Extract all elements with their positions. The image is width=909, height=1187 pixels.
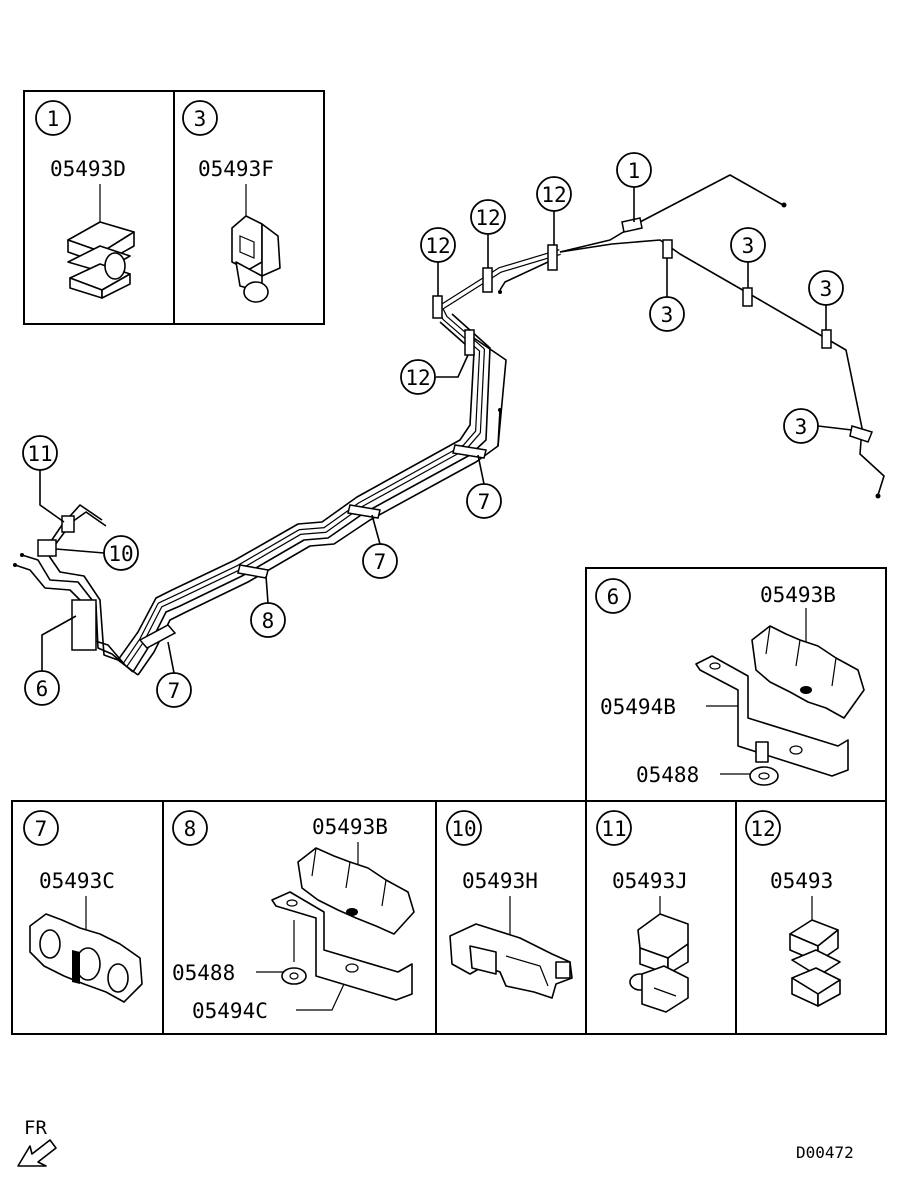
callout-6: 6 bbox=[24, 615, 77, 706]
callout-7-c: 7 bbox=[156, 641, 192, 708]
svg-text:3: 3 bbox=[820, 277, 833, 301]
svg-text:10: 10 bbox=[108, 542, 133, 566]
bracket-05494C-drawing bbox=[271, 891, 413, 1001]
clip-05493H-drawing bbox=[449, 923, 573, 999]
svg-text:7: 7 bbox=[478, 490, 491, 514]
clip-05493B-drawing-2 bbox=[297, 847, 415, 935]
svg-text:12: 12 bbox=[425, 234, 450, 258]
panel-8-part-number-1: 05493B bbox=[312, 815, 388, 839]
svg-text:11: 11 bbox=[601, 817, 626, 841]
panel-12: 12 05493 bbox=[745, 810, 841, 1007]
svg-text:10: 10 bbox=[451, 817, 476, 841]
panel-12-part-number: 05493 bbox=[770, 869, 833, 893]
panel-8-part-number-3: 05494C bbox=[192, 999, 268, 1023]
bottom-panels-frame bbox=[11, 800, 887, 1035]
panel-6-part-number-3: 05488 bbox=[636, 763, 699, 787]
panel-6-part-number-2: 05494B bbox=[600, 695, 676, 719]
fr-arrow-icon bbox=[17, 1139, 57, 1167]
panel-6-part-number-1: 05493B bbox=[760, 583, 836, 607]
brake-fuel-line-routing bbox=[13, 174, 885, 676]
callout-8: 8 bbox=[250, 575, 286, 638]
clip-05493D-drawing bbox=[67, 221, 135, 299]
panel-6-callout: 6 bbox=[595, 578, 631, 614]
panel-7-callout: 7 bbox=[23, 810, 59, 846]
callout-3-b: 3 bbox=[730, 227, 766, 288]
svg-text:1: 1 bbox=[47, 107, 60, 131]
panel-3: 3 05493F bbox=[182, 100, 281, 303]
panel-1-callout: 1 bbox=[35, 100, 71, 136]
clip-05493F-drawing bbox=[231, 215, 281, 303]
clip-05493J-drawing bbox=[629, 913, 689, 1013]
panel-8-part-number-2: 05488 bbox=[172, 961, 235, 985]
svg-text:7: 7 bbox=[168, 679, 181, 703]
svg-text:6: 6 bbox=[607, 585, 620, 609]
panel-7: 7 05493C bbox=[23, 810, 143, 1003]
panel-1-part-number: 05493D bbox=[50, 157, 126, 181]
callout-10: 10 bbox=[55, 535, 139, 571]
svg-text:3: 3 bbox=[742, 234, 755, 258]
callout-11: 11 bbox=[22, 435, 65, 523]
callout-7-a: 7 bbox=[466, 454, 502, 519]
drawing-code: D00472 bbox=[796, 1143, 854, 1162]
panel-11-callout: 11 bbox=[596, 810, 632, 846]
clip-05493C-drawing bbox=[29, 913, 143, 1003]
bracket-05494B-drawing bbox=[695, 655, 849, 786]
svg-text:8: 8 bbox=[184, 817, 197, 841]
svg-text:11: 11 bbox=[27, 442, 52, 466]
panel-7-part-number: 05493C bbox=[39, 869, 115, 893]
svg-text:6: 6 bbox=[36, 677, 49, 701]
svg-text:7: 7 bbox=[374, 550, 387, 574]
svg-text:3: 3 bbox=[795, 415, 808, 439]
panel-8: 8 05493B 05488 05494C bbox=[172, 810, 415, 1023]
svg-text:8: 8 bbox=[262, 609, 275, 633]
callout-3-a: 3 bbox=[649, 258, 685, 332]
callout-3-d: 3 bbox=[783, 408, 853, 444]
panel-6: 6 05493B 05494B 05488 bbox=[585, 567, 887, 802]
panel-12-callout: 12 bbox=[745, 810, 781, 846]
svg-text:1: 1 bbox=[628, 159, 641, 183]
panel-11-part-number: 05493J bbox=[612, 869, 688, 893]
svg-text:3: 3 bbox=[194, 107, 207, 131]
clip-05493-drawing bbox=[789, 919, 841, 1007]
panel-3-part-number: 05493F bbox=[198, 157, 274, 181]
panel-10: 10 05493H bbox=[446, 810, 573, 999]
svg-text:12: 12 bbox=[475, 206, 500, 230]
panel-8-callout: 8 bbox=[172, 810, 208, 846]
fr-label: FR bbox=[24, 1117, 47, 1139]
front-direction-indicator: FR bbox=[17, 1117, 57, 1167]
callout-12-b: 12 bbox=[470, 199, 506, 268]
callout-12-c: 12 bbox=[536, 176, 572, 245]
svg-text:12: 12 bbox=[541, 183, 566, 207]
panel-10-part-number: 05493H bbox=[462, 869, 538, 893]
panel-3-callout: 3 bbox=[182, 100, 218, 136]
svg-text:7: 7 bbox=[35, 817, 48, 841]
callout-3-c: 3 bbox=[808, 270, 844, 330]
callout-7-b: 7 bbox=[362, 514, 398, 579]
panel-1: 1 05493D bbox=[35, 100, 135, 299]
callout-12-d: 12 bbox=[400, 354, 469, 395]
panel-10-callout: 10 bbox=[446, 810, 482, 846]
svg-text:12: 12 bbox=[405, 366, 430, 390]
callout-1: 1 bbox=[616, 152, 652, 222]
panel-11: 11 05493J bbox=[596, 810, 689, 1013]
svg-text:12: 12 bbox=[750, 817, 775, 841]
svg-text:3: 3 bbox=[661, 303, 674, 327]
inset-panel-1-3 bbox=[23, 90, 325, 325]
clip-05493B-drawing bbox=[751, 625, 865, 719]
callout-12-a: 12 bbox=[420, 227, 456, 296]
